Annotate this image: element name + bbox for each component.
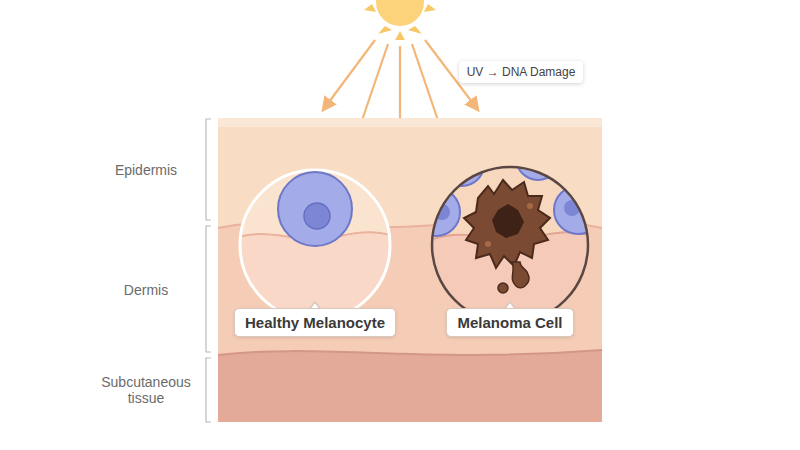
sun: [364, 0, 436, 40]
node-text: Melanoma Cell: [457, 314, 562, 331]
cell-tag: Healthy Melanocyte: [234, 308, 396, 337]
layer-label: Subcutaneous tissue: [96, 374, 196, 406]
uv-callout: UV → DNA Damage: [459, 61, 584, 83]
skin-layers: [218, 118, 602, 422]
layer-brackets: [206, 119, 211, 422]
healthy-melanocyte-illustration: [235, 165, 395, 330]
node-text: Healthy Melanocyte: [245, 314, 385, 331]
melanoma-illustration: [412, 136, 602, 330]
cell-tag: Melanoma Cell: [446, 308, 573, 337]
layer-label: Dermis: [96, 282, 196, 298]
layer-label: Epidermis: [96, 162, 196, 178]
node-text: UV → DNA Damage: [467, 65, 576, 79]
